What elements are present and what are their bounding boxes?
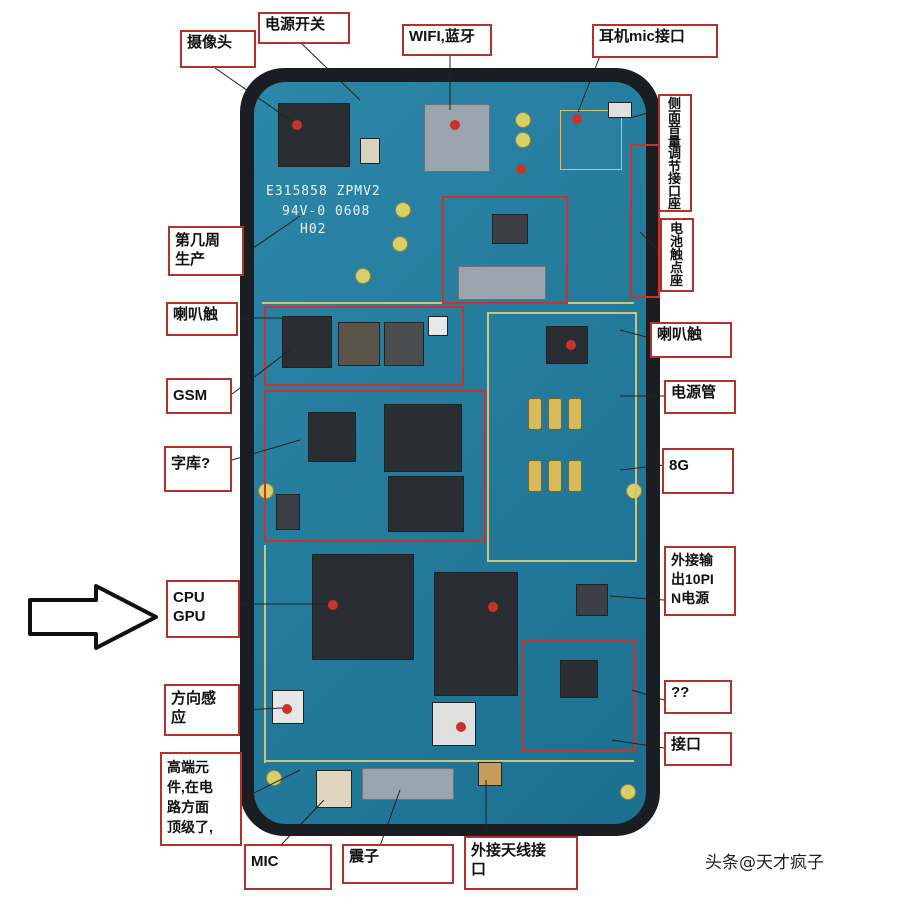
- label-gsm: GSM: [166, 378, 232, 414]
- label-side-volume-connector: 侧 面 音 量 调 节 接 口 座: [658, 94, 692, 212]
- arrow-right-icon: [28, 584, 158, 650]
- silkscreen-line-3: H02: [300, 222, 327, 237]
- highlight-top-center: [442, 196, 568, 304]
- label-power-switch: 电源开关: [258, 12, 350, 44]
- label-ext-antenna-port: 外接天线接 口: [464, 836, 578, 890]
- vibrator-module: [362, 768, 454, 800]
- silkscreen-line-2: 94V-0 0608: [282, 204, 371, 219]
- wifi-module: [424, 104, 490, 172]
- label-battery-contact: 电 池 触 点 座: [660, 218, 694, 292]
- highlight-font-rom: [264, 390, 486, 542]
- silkscreen-line-1: E315858 ZPMV2: [266, 184, 381, 199]
- label-unknown: ??: [664, 680, 732, 714]
- label-highend-note: 高端元 件,在电 路方面 顶级了,: [160, 752, 242, 846]
- label-mic: MIC: [244, 844, 332, 890]
- camera-module: [278, 103, 350, 167]
- label-font-rom: 字库?: [164, 446, 232, 492]
- label-storage-8g: 8G: [662, 448, 734, 494]
- label-camera: 摄像头: [180, 30, 256, 68]
- board-region-bottom: [264, 545, 266, 763]
- board-region-sim: [487, 312, 637, 562]
- label-cpu-gpu: CPU GPU: [166, 580, 240, 638]
- label-vibrator: 震子: [342, 844, 454, 884]
- highlight-gsm: [264, 306, 464, 386]
- label-headset-mic-port: 耳机mic接口: [592, 24, 718, 58]
- gpu-chip: [434, 572, 518, 696]
- label-speaker-contact-right: 喇叭触: [650, 322, 732, 358]
- label-port: 接口: [664, 732, 732, 766]
- highlight-power-out: [522, 640, 636, 752]
- label-speaker-contact-left: 喇叭触: [166, 302, 238, 336]
- watermark-text: 头条@天才疯子: [705, 853, 824, 873]
- highlight-battery-side: [630, 144, 660, 298]
- label-power-manager: 电源管: [664, 380, 736, 414]
- label-ext-10pin-power: 外接输 出10PI N电源: [664, 546, 736, 616]
- label-week-produced: 第几周 生产: [168, 226, 244, 276]
- label-wifi-bluetooth: WIFI,蓝牙: [402, 24, 492, 56]
- label-orientation-sensor: 方向感 应: [164, 684, 240, 736]
